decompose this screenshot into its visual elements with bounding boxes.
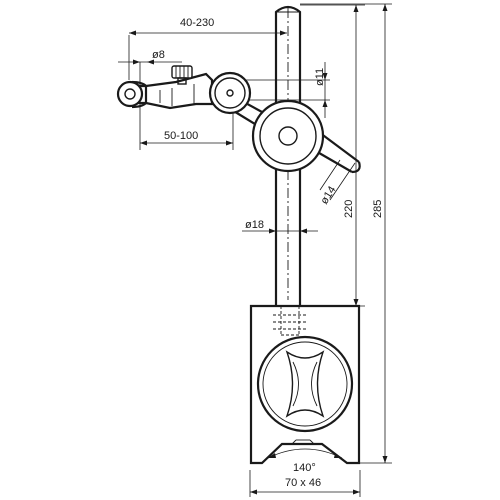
dimension-arm-length: 50-100 xyxy=(139,100,234,150)
middle-joint xyxy=(208,71,252,115)
dimension-base-size-label: 70 x 46 xyxy=(285,477,321,489)
dimension-clamp-diameter-label: ø8 xyxy=(152,49,165,61)
dimension-column-height-label: 220 xyxy=(343,200,355,218)
main-clamp xyxy=(251,99,325,173)
dimension-joint-diameter-label: ø11 xyxy=(314,68,326,86)
magnet-switch-knob xyxy=(256,335,354,433)
dimension-base-size: 70 x 46 xyxy=(249,470,361,497)
clamp-eye xyxy=(116,80,148,109)
dimension-joint-diameter: ø11 xyxy=(232,62,330,118)
dimension-column-diameter-label: ø18 xyxy=(245,219,264,231)
dimension-total-height: 285 xyxy=(300,3,392,464)
dimension-total-height-label: 285 xyxy=(372,200,384,218)
dimension-column-diameter: ø18 xyxy=(242,219,318,234)
dimension-arm-length-label: 50-100 xyxy=(164,130,198,142)
prism-angle-label: 140° xyxy=(293,462,316,474)
dimension-reach-label: 40-230 xyxy=(180,17,214,29)
magnetic-base: 140° xyxy=(249,304,361,474)
dimension-crossbar-diameter: ø14 xyxy=(318,159,356,207)
dimension-reach: 40-230 xyxy=(128,17,287,80)
